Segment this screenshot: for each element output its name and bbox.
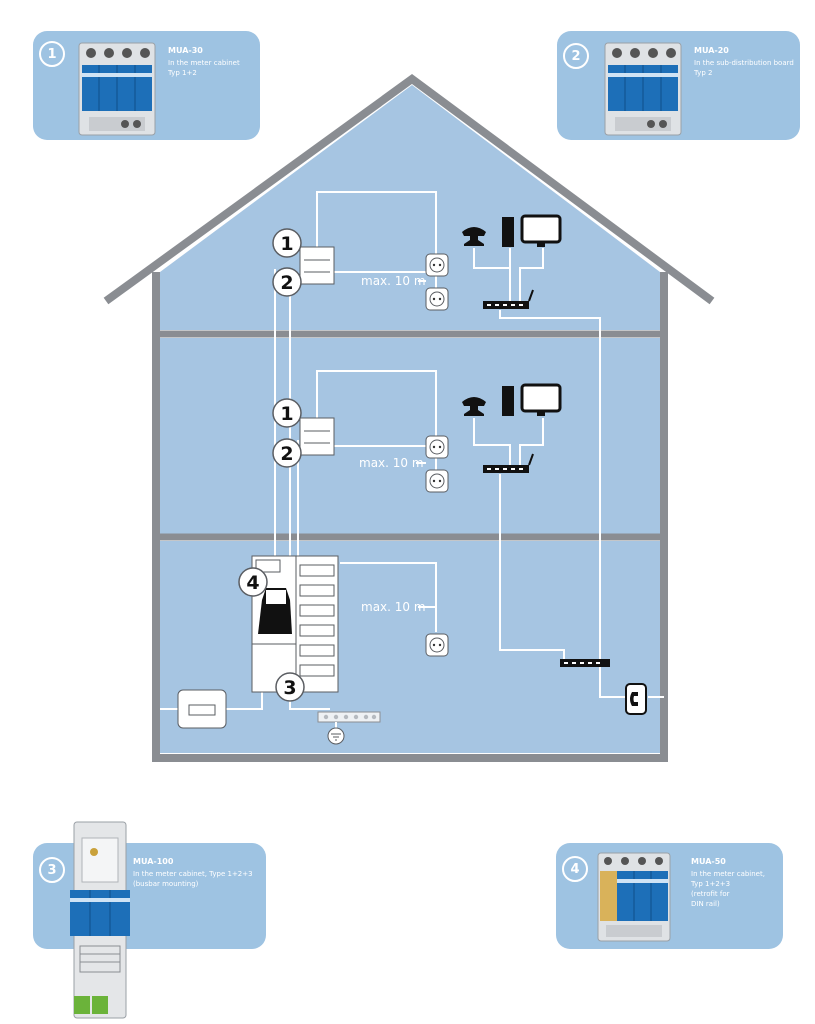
middle-floor — [160, 338, 660, 534]
marker-2-attic: 2 — [280, 272, 293, 294]
ground-floor — [160, 541, 660, 753]
monitor-icon — [520, 214, 562, 244]
max-distance-label-attic: max. 10 m — [361, 274, 426, 288]
marker-2-middle: 2 — [280, 443, 293, 465]
attic-wiring — [274, 191, 437, 566]
mua-20-device-image — [604, 42, 682, 136]
product-name: MUA-30 — [168, 46, 203, 55]
product-number-badge: 1 — [39, 41, 65, 67]
max-distance-label-middle: max. 10 m — [359, 456, 424, 470]
attic-devices — [462, 214, 562, 309]
product-description: In the sub-distribution board Typ 2 — [694, 59, 794, 77]
product-number-badge: 4 — [562, 856, 588, 882]
product-number-badge: 3 — [39, 857, 65, 883]
network-wiring — [473, 248, 664, 698]
pc-tower-icon — [502, 386, 514, 416]
product-name: MUA-100 — [133, 857, 174, 866]
equipotential-busbar — [317, 711, 381, 723]
sockets — [425, 253, 449, 657]
attic-distribution-box — [299, 246, 335, 285]
max-distance-label-ground: max. 10 m — [361, 600, 426, 614]
mua-50-icon — [258, 588, 292, 634]
product-card-mua-30: 1 MUA-30 In the meter cabinet Typ 1+2 — [33, 31, 260, 140]
pc-tower-icon — [502, 217, 514, 247]
marker-1-middle: 1 — [280, 403, 293, 425]
monitor-icon — [520, 383, 562, 413]
mua-50-device-image — [597, 852, 671, 942]
telephone-icon — [462, 227, 486, 246]
marker-3: 3 — [283, 677, 296, 699]
product-name: MUA-20 — [694, 46, 729, 55]
product-description: In the meter cabinet Typ 1+2 — [168, 59, 240, 77]
electricity-meter — [177, 689, 227, 729]
product-card-mua-20: 2 MUA-20 In the sub-distribution board T… — [557, 31, 800, 140]
mua-100-device-image — [70, 821, 130, 1019]
product-name: MUA-50 — [691, 857, 726, 866]
router-icon — [483, 301, 529, 309]
marker-4: 4 — [246, 572, 259, 594]
telephone-icon — [462, 397, 486, 416]
ground-wiring — [160, 562, 437, 710]
middle-distribution-box — [299, 417, 335, 456]
meter-cabinet — [251, 555, 339, 693]
network-switch-icon — [560, 659, 610, 667]
router-icon — [483, 465, 529, 473]
marker-1-attic: 1 — [280, 233, 293, 255]
product-description: In the meter cabinet, Type 1+2+3 (busbar… — [133, 870, 253, 888]
phone-socket-icon — [625, 683, 647, 715]
earth-symbol — [327, 727, 345, 745]
middle-devices — [462, 383, 562, 473]
mua-30-device-image — [78, 42, 156, 136]
middle-wiring — [297, 370, 437, 566]
product-description: In the meter cabinet, Typ 1+2+3 (retrofi… — [691, 870, 765, 908]
product-card-mua-50: 4 MUA-50 In the meter cabinet, Typ 1+2+3… — [556, 843, 783, 949]
ground-devices — [560, 659, 647, 715]
product-number-badge: 2 — [563, 43, 589, 69]
